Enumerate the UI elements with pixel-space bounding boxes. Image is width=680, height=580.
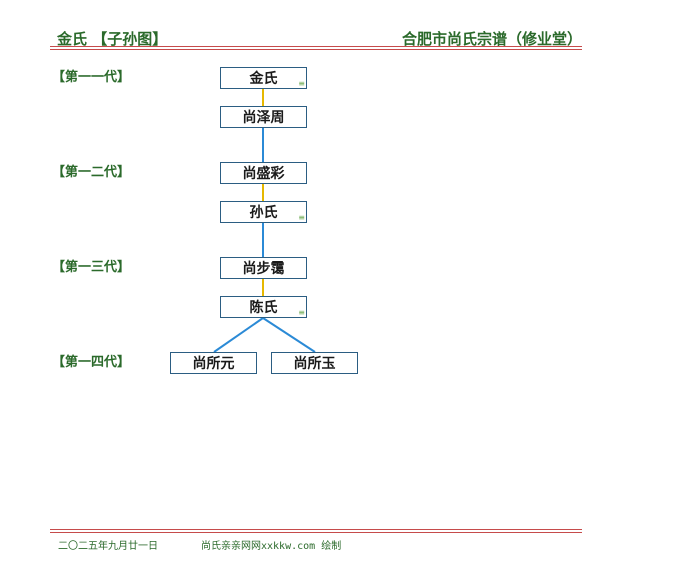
descent-link	[262, 317, 316, 353]
header-title-left: 金氏 【子孙图】	[57, 30, 168, 48]
descent-link	[213, 317, 264, 353]
footer-rule	[50, 529, 582, 533]
generation-label: 【第一四代】	[52, 355, 131, 370]
person-box[interactable]: 尚所玉	[271, 352, 358, 374]
person-name: 尚盛彩	[242, 166, 285, 182]
person-name: 尚步霭	[242, 261, 285, 277]
person-box[interactable]: 尚所元	[170, 352, 257, 374]
note-icon[interactable]: ≡	[298, 79, 305, 88]
person-name: 陈氏	[249, 300, 278, 316]
header-rule	[50, 46, 582, 50]
person-box[interactable]: 金氏 ≡	[220, 67, 307, 89]
footer-date: 二〇二五年九月廿一日	[58, 541, 158, 552]
footer-credit: 尚氏亲亲网网xxkkw.com 绘制	[201, 541, 342, 552]
person-box[interactable]: 尚步霭	[220, 257, 307, 279]
person-box[interactable]: 陈氏 ≡	[220, 296, 307, 318]
person-name: 尚泽周	[242, 110, 285, 126]
person-name: 尚所元	[192, 356, 235, 372]
note-icon[interactable]: ≡	[298, 308, 305, 317]
person-box[interactable]: 尚泽周	[220, 106, 307, 128]
person-box[interactable]: 尚盛彩	[220, 162, 307, 184]
header-title-right: 合肥市尚氏宗谱（修业堂）	[401, 30, 582, 48]
person-name: 孙氏	[249, 205, 278, 221]
note-icon[interactable]: ≡	[298, 213, 305, 222]
person-box[interactable]: 孙氏 ≡	[220, 201, 307, 223]
person-name: 尚所玉	[293, 356, 336, 372]
generation-label: 【第一二代】	[52, 165, 131, 180]
generation-label: 【第一三代】	[52, 260, 131, 275]
person-name: 金氏	[249, 71, 278, 87]
generation-label: 【第一一代】	[52, 70, 131, 85]
